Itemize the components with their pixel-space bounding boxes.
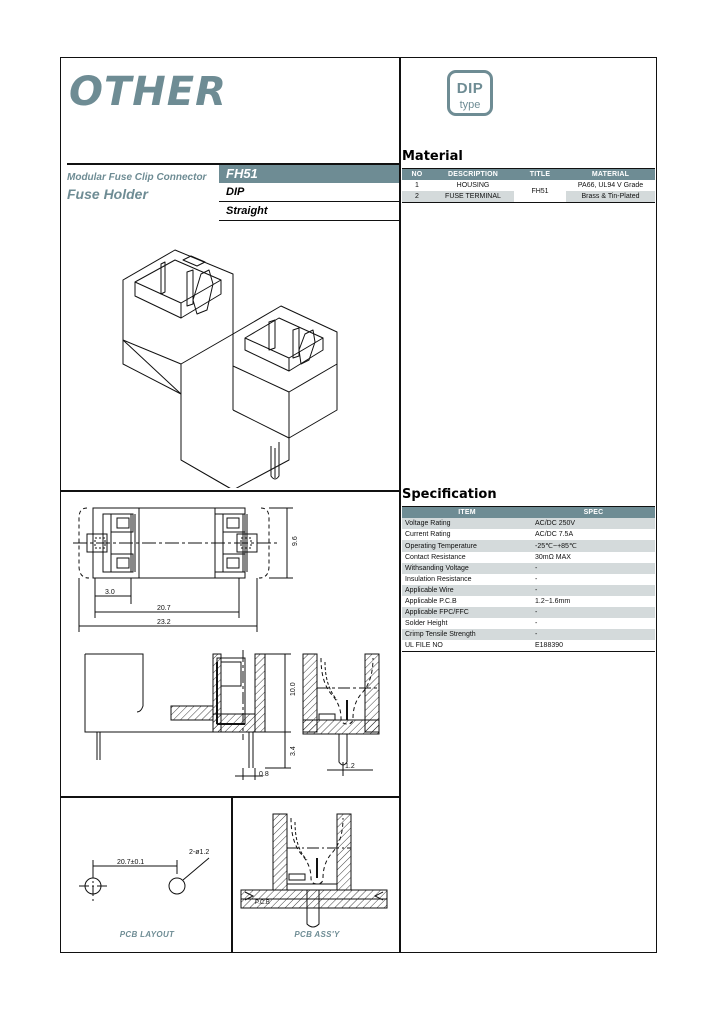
spec-row-value: - (532, 629, 655, 640)
dimension-label: 23.2 (157, 619, 171, 626)
orientation-label: Straight (219, 202, 399, 221)
spec-row-item: Applicable FPC/FFC (402, 607, 532, 618)
title-block-right: FH51 DIP Straight (219, 165, 399, 221)
spec-row-value: - (532, 563, 655, 574)
dimension-label: 1.2 (345, 763, 355, 770)
material-row-title: FH51 (531, 187, 549, 195)
material-table-header-row: NO DESCRIPTION TITLE MATERIAL (402, 168, 655, 180)
pcb-layout-drawing: 20.7±0.1 2-ø1.2 (65, 800, 229, 940)
product-isometric-view (65, 230, 397, 488)
material-col-title: TITLE (514, 168, 566, 180)
table-row: Applicable FPC/FFC- (402, 607, 655, 618)
table-row: Insulation Resistance - (402, 574, 655, 585)
spec-row-item: Voltage Rating (402, 518, 532, 529)
product-name: Fuse Holder (67, 186, 148, 202)
spec-row-value: E188390 (535, 642, 564, 649)
pcb-layout-caption: PCB LAYOUT (119, 930, 175, 939)
material-col-no: NO (402, 168, 432, 180)
material-row-description: FUSE TERMINAL (432, 191, 514, 203)
pcb-assy-caption: PCB ASS'Y (294, 930, 340, 939)
dip-logo-sub-text: type (459, 99, 481, 111)
material-col-description: DESCRIPTION (432, 168, 514, 180)
material-row-no: 1 (415, 182, 419, 189)
table-row: Applicable Wire- (402, 585, 655, 596)
mount-type-label: DIP (219, 183, 399, 202)
front-section-drawing: 1.2 (297, 644, 397, 794)
table-row: Applicable P.C.B 1.2~1.6mm (402, 596, 655, 607)
pcb-assy-drawing: P.C.B (237, 800, 397, 940)
spec-row-value: - (535, 620, 538, 627)
top-view-drawing: 3.0 20.7 23.2 9.6 (65, 492, 397, 642)
dip-logo-main-text: DIP (456, 80, 484, 97)
dimension-label: 0.8 (259, 771, 269, 778)
spec-row-item: Operating Temperature (402, 540, 532, 552)
table-row: Withsanding Voltage- (402, 563, 655, 574)
spec-row-item: Crimp Tensile Strength (402, 629, 532, 640)
spec-row-value: - (532, 607, 655, 618)
spec-col-spec: SPEC (532, 506, 655, 518)
spec-row-item: Applicable P.C.B (405, 598, 457, 605)
dimension-label: 9.6 (292, 536, 299, 546)
spec-row-item: Solder Height (405, 620, 448, 627)
side-section-drawing: 10.0 3.4 0.8 (65, 644, 397, 794)
title-block-left: Modular Fuse Clip Connector Fuse Holder (67, 170, 219, 203)
spec-row-value: - (532, 585, 655, 596)
spec-row-value: AC/DC 7.5A (535, 531, 574, 538)
table-row: UL FILE NO E188390 (402, 640, 655, 652)
spec-row-value: AC/DC 250V (532, 518, 655, 529)
table-row: 1 HOUSING FH51 PA66, UL94 V Grade (402, 180, 655, 195)
pcb-board-label: P.C.B (255, 900, 270, 906)
spec-row-value: 1.2~1.6mm (535, 598, 571, 605)
spec-col-item: ITEM (402, 506, 532, 518)
pcb-sections-divider (231, 796, 233, 952)
material-heading: Material (402, 149, 463, 164)
dimension-label: 20.7±0.1 (117, 859, 144, 866)
title-block-top-rule (67, 163, 399, 165)
table-row: Contact Resistance 30mΩ MAX (402, 552, 655, 563)
dip-type-logo: DIP type (447, 70, 493, 116)
spec-row-value: - (535, 576, 538, 583)
material-row-description: HOUSING (456, 182, 490, 189)
specification-heading: Specification (402, 487, 497, 502)
spec-row-item: Current Rating (405, 531, 451, 538)
table-row: Operating Temperature-25℃~+85℃ (402, 540, 655, 552)
page-title: OTHER (69, 69, 227, 115)
dimension-label: 20.7 (157, 605, 171, 612)
spec-row-item: Insulation Resistance (405, 576, 472, 583)
spec-row-item: Contact Resistance (405, 554, 466, 561)
datasheet-page: OTHER DIP type Modular Fuse Clip Connect… (60, 57, 657, 953)
table-row: Current Rating AC/DC 7.5A (402, 529, 655, 540)
part-number-badge: FH51 (219, 165, 399, 183)
material-row-material: Brass & Tin-Plated (566, 191, 655, 203)
table-row: Crimp Tensile Strength- (402, 629, 655, 640)
material-row-no: 2 (402, 191, 432, 203)
dimension-label: 10.0 (290, 682, 297, 696)
main-vertical-divider (399, 58, 401, 952)
series-name: Modular Fuse Clip Connector (67, 172, 207, 183)
spec-row-value: 30mΩ MAX (535, 554, 571, 561)
table-row: 2 FUSE TERMINAL Brass & Tin-Plated (402, 191, 655, 203)
spec-row-item: UL FILE NO (405, 642, 443, 649)
spec-row-item: Applicable Wire (402, 585, 532, 596)
dimension-label: 3.4 (290, 746, 297, 756)
dimension-label: 3.0 (105, 589, 115, 596)
bottom-section-divider (61, 796, 399, 798)
spec-row-value: -25℃~+85℃ (532, 540, 655, 552)
hole-callout: 2-ø1.2 (189, 849, 209, 856)
material-col-material: MATERIAL (566, 168, 655, 180)
spec-table-header-row: ITEM SPEC (402, 506, 655, 518)
isometric-bottom-divider (61, 490, 399, 492)
table-row: Solder Height - (402, 618, 655, 629)
material-table: NO DESCRIPTION TITLE MATERIAL 1 HOUSING … (402, 168, 655, 203)
material-row-material: PA66, UL94 V Grade (577, 182, 644, 189)
spec-row-item: Withsanding Voltage (402, 563, 532, 574)
